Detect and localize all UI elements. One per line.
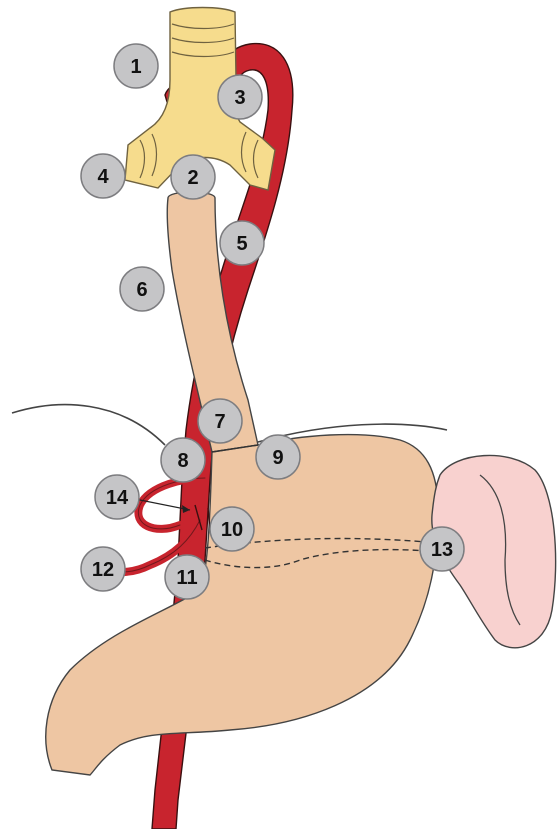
marker-6: 6 <box>120 267 164 311</box>
marker-3: 3 <box>218 75 262 119</box>
marker-9-label: 9 <box>272 447 283 469</box>
marker-12: 12 <box>81 547 125 591</box>
marker-10-label: 10 <box>221 519 243 541</box>
marker-13: 13 <box>420 527 464 571</box>
marker-4: 4 <box>81 154 125 198</box>
marker-9: 9 <box>256 435 300 479</box>
marker-8-label: 8 <box>177 450 188 472</box>
diaphragm-line-left <box>12 405 165 445</box>
marker-11: 11 <box>165 555 209 599</box>
marker-3-label: 3 <box>234 87 245 109</box>
marker-11-label: 11 <box>176 567 197 589</box>
marker-10: 10 <box>210 507 254 551</box>
marker-7-label: 7 <box>214 411 225 433</box>
marker-5-label: 5 <box>236 233 247 255</box>
marker-8: 8 <box>161 438 205 482</box>
marker-13-label: 13 <box>431 539 453 561</box>
marker-12-label: 12 <box>92 559 114 581</box>
marker-2-label: 2 <box>187 167 198 189</box>
marker-6-label: 6 <box>136 279 147 301</box>
marker-7: 7 <box>198 399 242 443</box>
marker-14-label: 14 <box>106 487 129 509</box>
marker-4-label: 4 <box>97 166 109 188</box>
marker-1: 1 <box>114 44 158 88</box>
marker-5: 5 <box>220 221 264 265</box>
marker-14: 14 <box>95 475 139 519</box>
marker-1-label: 1 <box>130 56 141 78</box>
marker-2: 2 <box>171 155 215 199</box>
